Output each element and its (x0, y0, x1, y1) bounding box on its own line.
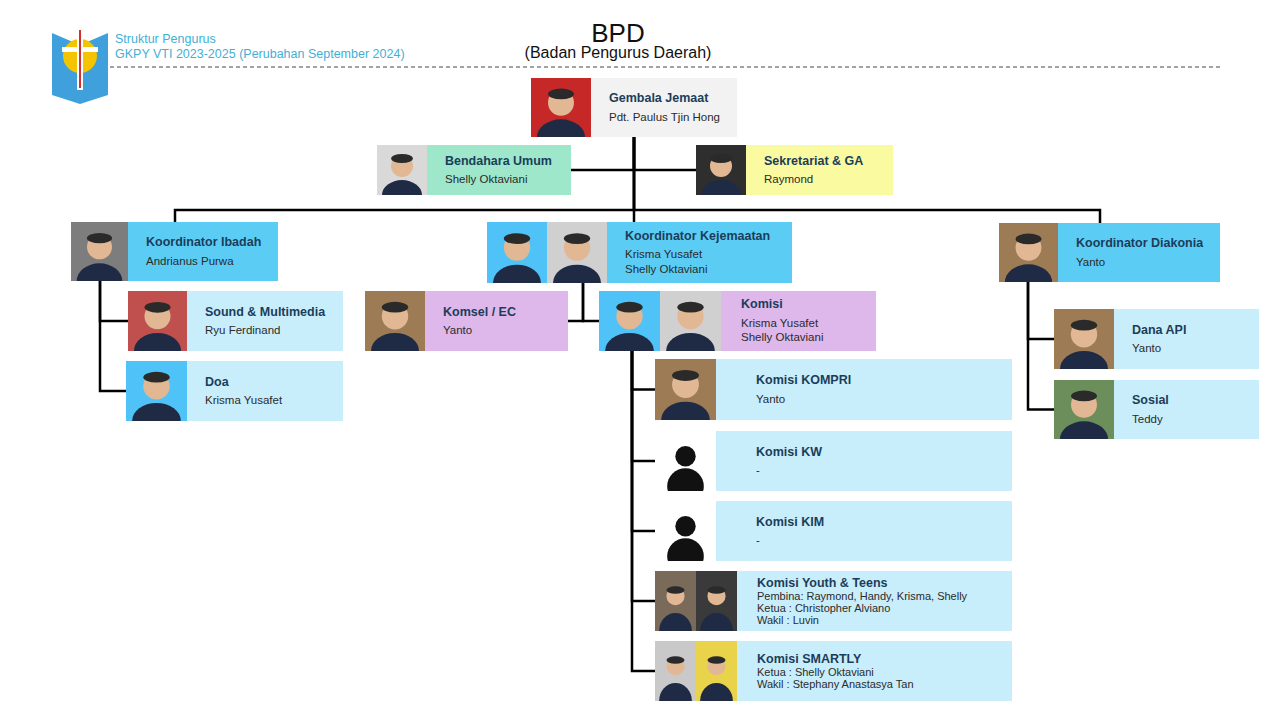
committee-box: Komisi Youth & TeensPembina: Raymond, Ha… (655, 571, 1012, 631)
member-name: Krisma Yusafet (625, 247, 702, 261)
role-title: Komsel / EC (443, 305, 516, 321)
role-title: Sound & Multimedia (205, 305, 325, 321)
role-title: Koordinator Ibadah (146, 235, 261, 251)
header-rule (110, 67, 1222, 68)
position-box: KomisiKrisma YusafetShelly Oktaviani (599, 291, 876, 351)
member-name: Ketua : Christopher Alviano (757, 602, 890, 614)
org-connector (1028, 282, 1054, 410)
member-name: Pembina: Raymond, Handy, Krisma, Shelly (757, 590, 967, 602)
role-title: Doa (205, 375, 229, 391)
org-connector (571, 137, 634, 170)
position-box: Koordinator KejemaatanKrisma YusafetShel… (487, 222, 792, 283)
position-box: DoaKrisma Yusafet (126, 361, 343, 421)
role-title: Komisi KW (756, 445, 822, 461)
member-name: Shelly Oktaviani (625, 262, 707, 276)
position-box: Sekretariat & GA Raymond (696, 145, 893, 195)
member-name: Yanto (443, 323, 472, 337)
org-connector (632, 351, 655, 601)
committee-box: Komisi KW - (655, 431, 1012, 491)
position-box: Gembala JemaatPdt. Paulus Tjin Hong (531, 78, 737, 137)
header-label: GKPY VTI 2023-2025 (Perubahan September … (115, 47, 405, 61)
org-connector (632, 351, 655, 671)
member-name: Wakil : Stephany Anastasya Tan (757, 678, 914, 690)
committee-box: Komisi SMARTLYKetua : Shelly OktavianiWa… (655, 641, 1012, 701)
org-connector (632, 351, 655, 461)
org-connector (175, 137, 634, 222)
logo-line (79, 30, 81, 88)
member-name: - (756, 463, 760, 477)
position-box: Koordinator IbadahAndrianus Purwa (71, 222, 278, 281)
role-title: Komisi (741, 297, 783, 313)
role-title: Komisi KOMPRI (756, 373, 851, 389)
member-name: Raymond (764, 172, 813, 186)
position-box: Komsel / EC Yanto (365, 291, 568, 351)
org-connector (634, 137, 696, 170)
org-connector (583, 283, 599, 321)
org-connector (100, 281, 128, 321)
member-name: Ketua : Shelly Oktaviani (757, 666, 874, 678)
committee-box: Komisi KOMPRI Yanto (655, 359, 1012, 420)
role-title: Gembala Jemaat (609, 91, 708, 107)
member-name: Yanto (1132, 341, 1161, 355)
subtitle: (Badan Pengurus Daerah) (525, 44, 712, 62)
header-label: Struktur Pengurus (115, 32, 216, 46)
org-connector (632, 351, 655, 390)
member-name: Ryu Ferdinand (205, 323, 280, 337)
member-name: Teddy (1132, 412, 1163, 426)
role-title: Komisi Youth & Teens (757, 576, 888, 590)
org-connector (634, 137, 1100, 223)
org-connector (100, 281, 126, 391)
member-name: Krisma Yusafet (205, 393, 282, 407)
role-title: Sosial (1132, 393, 1169, 409)
role-title: Bendahara Umum (445, 154, 552, 170)
member-name: Wakil : Luvin (757, 614, 819, 626)
position-box: Bendahara UmumShelly Oktaviani (377, 145, 571, 195)
member-name: Krisma Yusafet (741, 316, 818, 330)
position-box: Koordinator DiakoniaYanto (999, 223, 1220, 282)
position-box: Sound & MultimediaRyu Ferdinand (128, 291, 343, 351)
org-connector (568, 283, 583, 321)
member-name: - (756, 533, 760, 547)
role-title: Koordinator Kejemaatan (625, 229, 770, 245)
committee-box: Komisi KIM - (655, 501, 1012, 561)
role-title: Komisi KIM (756, 515, 824, 531)
org-connector (1028, 282, 1054, 339)
logo-cross (77, 28, 83, 90)
church-logo (52, 28, 108, 104)
role-title: Dana API (1132, 323, 1186, 339)
member-name: Shelly Oktaviani (445, 172, 527, 186)
role-title: Sekretariat & GA (764, 154, 863, 170)
position-box: SosialTeddy (1054, 380, 1259, 439)
role-title: Koordinator Diakonia (1076, 236, 1203, 252)
member-name: Pdt. Paulus Tjin Hong (609, 110, 720, 124)
org-connector (632, 351, 655, 531)
position-box: Dana API Yanto (1054, 309, 1259, 369)
member-name: Shelly Oktaviani (741, 330, 823, 344)
member-name: Yanto (1076, 255, 1105, 269)
member-name: Yanto (756, 392, 785, 406)
role-title: Komisi SMARTLY (757, 652, 861, 666)
member-name: Andrianus Purwa (146, 254, 234, 268)
